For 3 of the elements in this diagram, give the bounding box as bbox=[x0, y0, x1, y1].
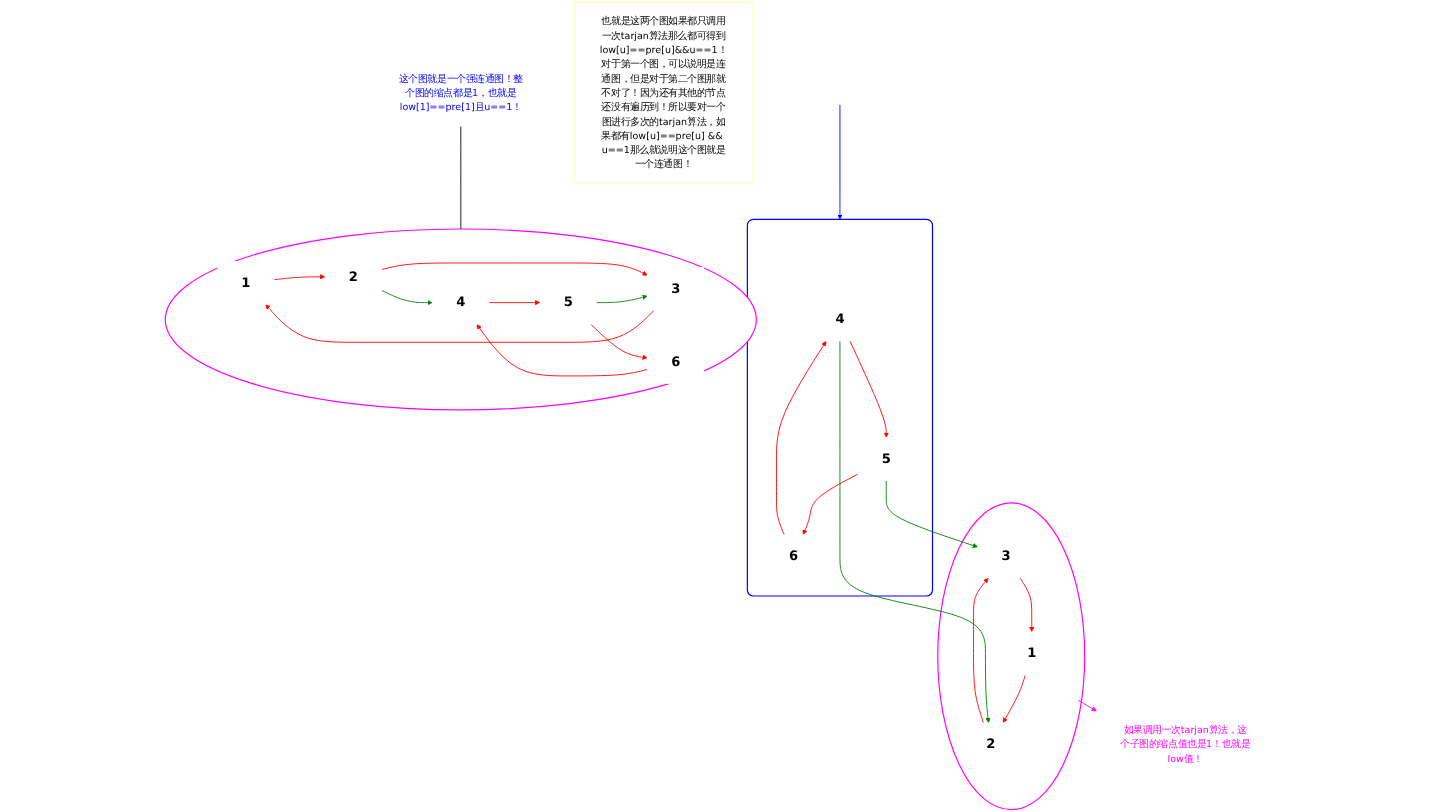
cluster bbox=[746, 218, 934, 597]
cluster bbox=[937, 502, 1086, 811]
cluster bbox=[164, 228, 757, 411]
